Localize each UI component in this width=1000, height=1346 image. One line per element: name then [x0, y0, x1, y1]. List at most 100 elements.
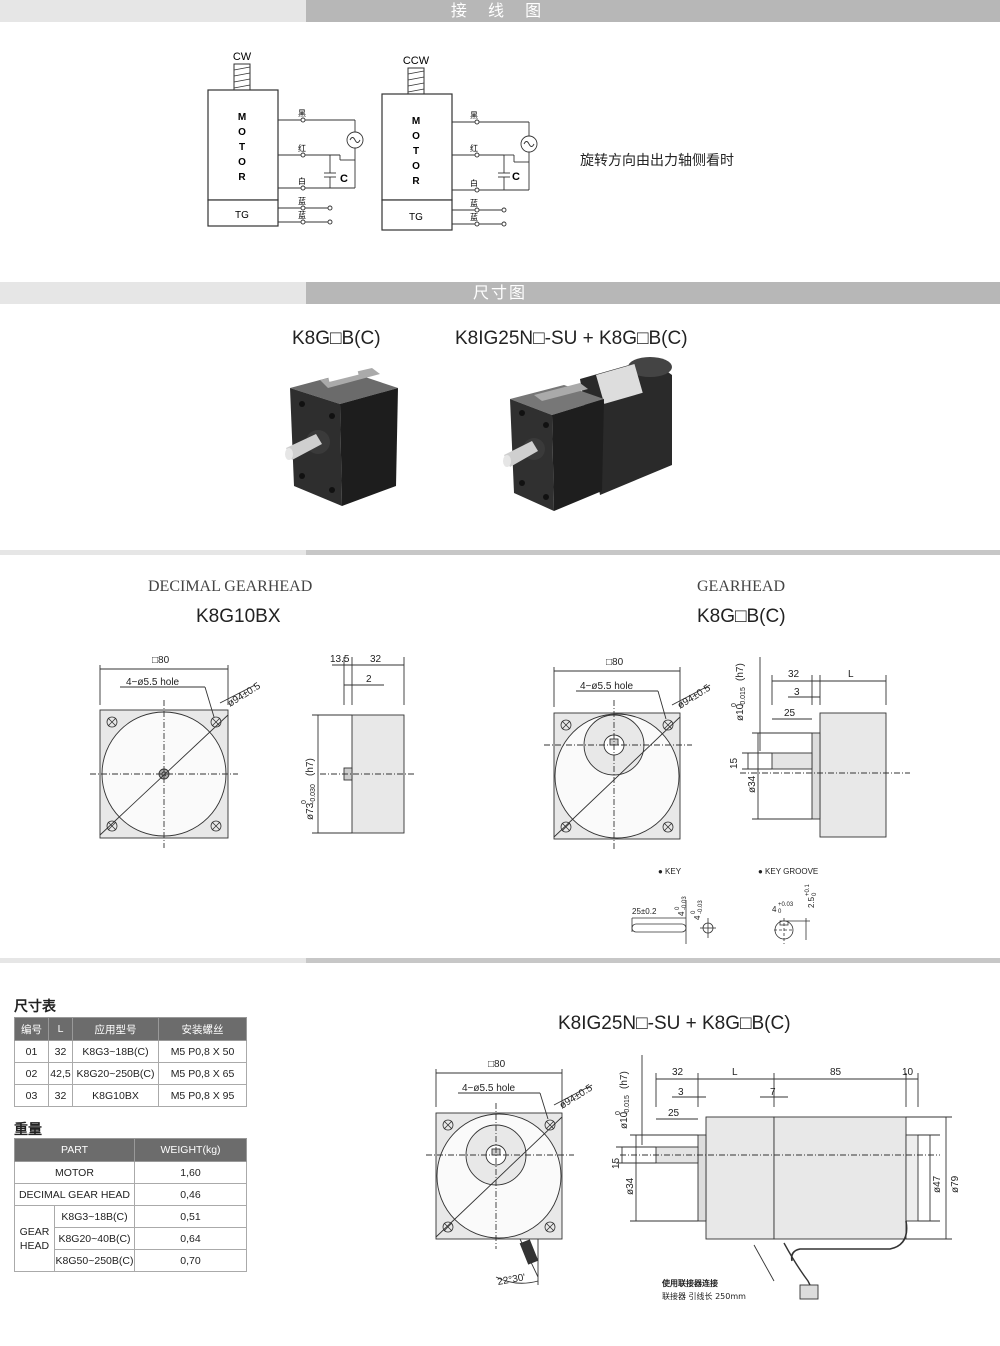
assembly-dim-15: 15: [611, 1157, 622, 1169]
cw-wire-label: 白: [298, 176, 306, 186]
table-row: MOTOR 1,60: [14, 1161, 247, 1184]
weight-table-header: PART: [14, 1138, 135, 1162]
decimal-dim-shaft: ø73: [305, 802, 316, 820]
decimal-shaft-tol-lower: -0.030: [310, 784, 317, 804]
dimensions-section-title: 尺寸图: [472, 283, 527, 302]
groove-depth-tol-upper: +0.1: [805, 883, 811, 896]
assembly-dim-10: 10: [902, 1067, 914, 1078]
gearhead-product-image: [285, 368, 398, 506]
gearhead-shaft-fit: (h7): [735, 663, 746, 681]
cw-wire-label: 红: [298, 143, 306, 153]
ccw-wire-label: 红: [470, 143, 478, 153]
gearhead-model: K8G□B(C): [697, 606, 786, 627]
table-cell: 32: [48, 1084, 73, 1107]
ccw-cap-label: C: [512, 171, 520, 183]
divider-bar-2: [0, 958, 1000, 963]
ccw-wire-label: 白: [470, 178, 478, 188]
gearhead-dim-25: 25: [784, 708, 796, 719]
decimal-model: K8G10BX: [196, 606, 281, 627]
ccw-motor-letter: R: [412, 176, 420, 187]
cw-wire-label: 蓝: [298, 196, 306, 206]
table-cell: 0,70: [134, 1249, 247, 1272]
dim-table-header: 编号: [14, 1017, 49, 1041]
assembly-dim-angle: 22°30': [497, 1272, 527, 1288]
decimal-shaft-fit: (h7): [305, 758, 316, 776]
table-cell: DECIMAL GEAR HEAD: [14, 1183, 135, 1206]
dim-table-title: 尺寸表: [14, 999, 56, 1015]
assembly-dim-l: L: [732, 1067, 738, 1078]
table-row: 03 32 K8G10BX M5 P0,8 X 95: [14, 1084, 247, 1107]
key-width: 4: [693, 915, 702, 920]
gearhead-heading: GEARHEAD: [697, 578, 785, 595]
assembly-shaft-tol-lower: -0.015: [624, 1095, 631, 1115]
divider-bar: [0, 550, 1000, 555]
key-groove-label: ● KEY GROOVE: [758, 867, 818, 876]
gearhead-drawing: □80 4−ø5.5 hole ø94±0.5 32 L 3 25 ø34 15…: [544, 657, 910, 849]
table-cell: 1,60: [134, 1161, 247, 1184]
gearhead-dim-l: L: [848, 669, 854, 680]
key-width-tol-lower: -0.03: [698, 900, 704, 914]
table-cell: K8G20~250B(C): [72, 1062, 159, 1085]
groove-depth: 2.5: [807, 896, 816, 908]
ccw-motor-letter: O: [412, 131, 420, 142]
cw-cap-label: C: [340, 173, 348, 185]
gearhead-dim-pcd: ø94±0.5: [676, 683, 713, 712]
gearhead-dim-3: 3: [794, 687, 800, 698]
ccw-motor-letter: M: [412, 116, 420, 127]
table-cell: 03: [14, 1084, 49, 1107]
gearhead-shaft-tol-lower: -0.015: [740, 687, 747, 707]
assembly-dim-47: ø47: [932, 1175, 943, 1193]
assembly-dim-shaft: ø10: [619, 1111, 630, 1129]
gearhead-dim-15: 15: [729, 757, 740, 769]
decimal-shaft-tol-upper: 0: [301, 800, 308, 804]
assembly-dim-square: □80: [488, 1059, 506, 1070]
ccw-wire-label: 蓝: [470, 212, 478, 222]
table-cell: M5 P0,8 X 50: [158, 1040, 247, 1063]
key-length: 25±0.2: [632, 907, 657, 916]
groove-width-tol-lower: 0: [778, 909, 782, 915]
decimal-dim-d2: 32: [370, 654, 382, 665]
rotation-note: 旋转方向由出力轴侧看时: [580, 153, 734, 169]
dim-table-header: 安装螺丝: [158, 1017, 247, 1041]
table-row: GEAR HEAD K8G3~18B(C) 0,51: [14, 1205, 247, 1272]
key-width-2: 4: [677, 911, 686, 916]
wiring-cw-motor: CW M O T O R TG: [207, 51, 364, 227]
assembly-dim-25: 25: [668, 1108, 680, 1119]
table-cell: M5 P0,8 X 95: [158, 1084, 247, 1107]
groove-width-tol-upper: +0.03: [778, 902, 794, 908]
assembly-dim-85: 85: [830, 1067, 842, 1078]
gearhead-dim-shaft: ø10: [735, 703, 746, 721]
table-cell: K8G20~40B(C): [54, 1227, 135, 1250]
cw-label: CW: [233, 51, 252, 63]
wiring-ccw-motor: CCW M O T O R TG: [381, 55, 538, 231]
cw-motor-letter: M: [238, 112, 246, 123]
groove-depth-tol-lower: 0: [812, 892, 818, 896]
decimal-dim-d3: 2: [366, 674, 372, 685]
table-cell: 0,64: [134, 1227, 247, 1250]
gearhead-dim-32: 32: [788, 669, 800, 680]
assembly-title: K8IG25N□-SU + K8G□B(C): [558, 1013, 791, 1034]
assembly-dim-3: 3: [678, 1087, 684, 1098]
assembly-shaft-tol-upper: 0: [615, 1111, 622, 1115]
product-right-title: K8IG25N□-SU + K8G□B(C): [455, 328, 688, 349]
wiring-section-header: 接 线 图: [0, 0, 1000, 22]
table-cell: M5 P0,8 X 65: [158, 1062, 247, 1085]
decimal-dim-hole: 4−ø5.5 hole: [126, 677, 180, 688]
cw-wire-label: 黑: [298, 109, 306, 118]
decimal-dim-square: □80: [152, 655, 170, 666]
cw-motor-letter: O: [238, 127, 246, 138]
key-label: ● KEY: [658, 867, 682, 876]
assembly-dim-32: 32: [672, 1067, 684, 1078]
weight-table: PART WEIGHT(kg) MOTOR 1,60 DECIMAL GEAR …: [14, 1138, 247, 1272]
wiring-diagram: CW M O T O R TG: [207, 51, 538, 231]
table-cell: MOTOR: [14, 1161, 135, 1184]
gearhead-dim-hole: 4−ø5.5 hole: [580, 681, 634, 692]
ccw-wire-label: 蓝: [470, 198, 478, 208]
assembly-dim-7: 7: [770, 1087, 776, 1098]
table-cell: K8G10BX: [72, 1084, 159, 1107]
assembly-shaft-fit: (h7): [619, 1071, 630, 1089]
key-width-2-tol-upper: 0: [675, 906, 681, 910]
assembly-dim-pcd: ø94±0.5: [558, 1083, 595, 1112]
cw-tg-label: TG: [235, 210, 249, 221]
cw-motor-letter: O: [238, 157, 246, 168]
